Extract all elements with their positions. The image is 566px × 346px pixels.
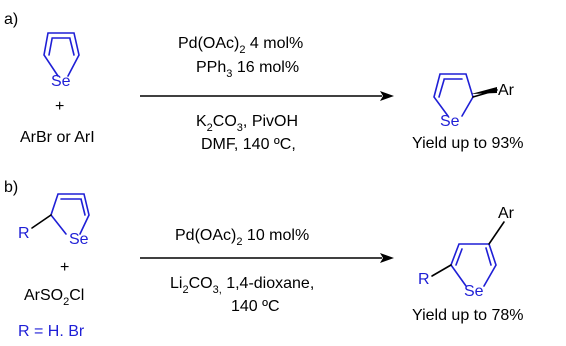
se-atom-product-b: Se — [464, 283, 484, 300]
selenophene-reactant-b: R Se — [18, 193, 90, 248]
reagent-a-1: Pd(OAc)2 4 mol% — [178, 35, 303, 56]
arylselenophene-product-a: Se Ar — [433, 73, 515, 130]
se-atom-product-a: Se — [440, 113, 460, 130]
r-group-b: R — [18, 225, 30, 242]
reaction-arrow-b — [140, 253, 394, 263]
selenophene-reactant-a: Se — [43, 32, 80, 90]
reagent-a-2: PPh3 16 mol% — [196, 59, 299, 80]
arylselenophene-product-b: R Se Ar — [418, 205, 515, 300]
coreactant-a: ArBr or ArI — [20, 129, 95, 146]
ar-group-a: Ar — [498, 82, 515, 99]
ar-group-b: Ar — [498, 205, 515, 222]
yield-b: Yield up to 78% — [412, 307, 523, 324]
plus-b: + — [60, 259, 69, 276]
condition-a-1: K2CO3, PivOH — [196, 113, 298, 134]
condition-b-1: Li2CO3, 1,4-dioxane, — [170, 275, 314, 296]
reaction-arrow-a — [140, 91, 394, 101]
coreactant-b: ArSO2Cl — [24, 287, 84, 308]
yield-a: Yield up to 93% — [412, 135, 523, 152]
se-atom-b: Se — [69, 231, 89, 248]
plus-a: + — [55, 98, 64, 115]
label-a: a) — [4, 11, 18, 28]
label-b: b) — [4, 179, 18, 196]
condition-b-2: 140 ºC — [231, 298, 280, 315]
se-atom-a: Se — [51, 73, 71, 90]
r-definition: R = H. Br — [18, 323, 85, 340]
r-group-product-b: R — [418, 271, 430, 288]
condition-a-2: DMF, 140 ºC, — [201, 136, 296, 153]
reagent-b-1: Pd(OAc)2 10 mol% — [175, 227, 309, 248]
